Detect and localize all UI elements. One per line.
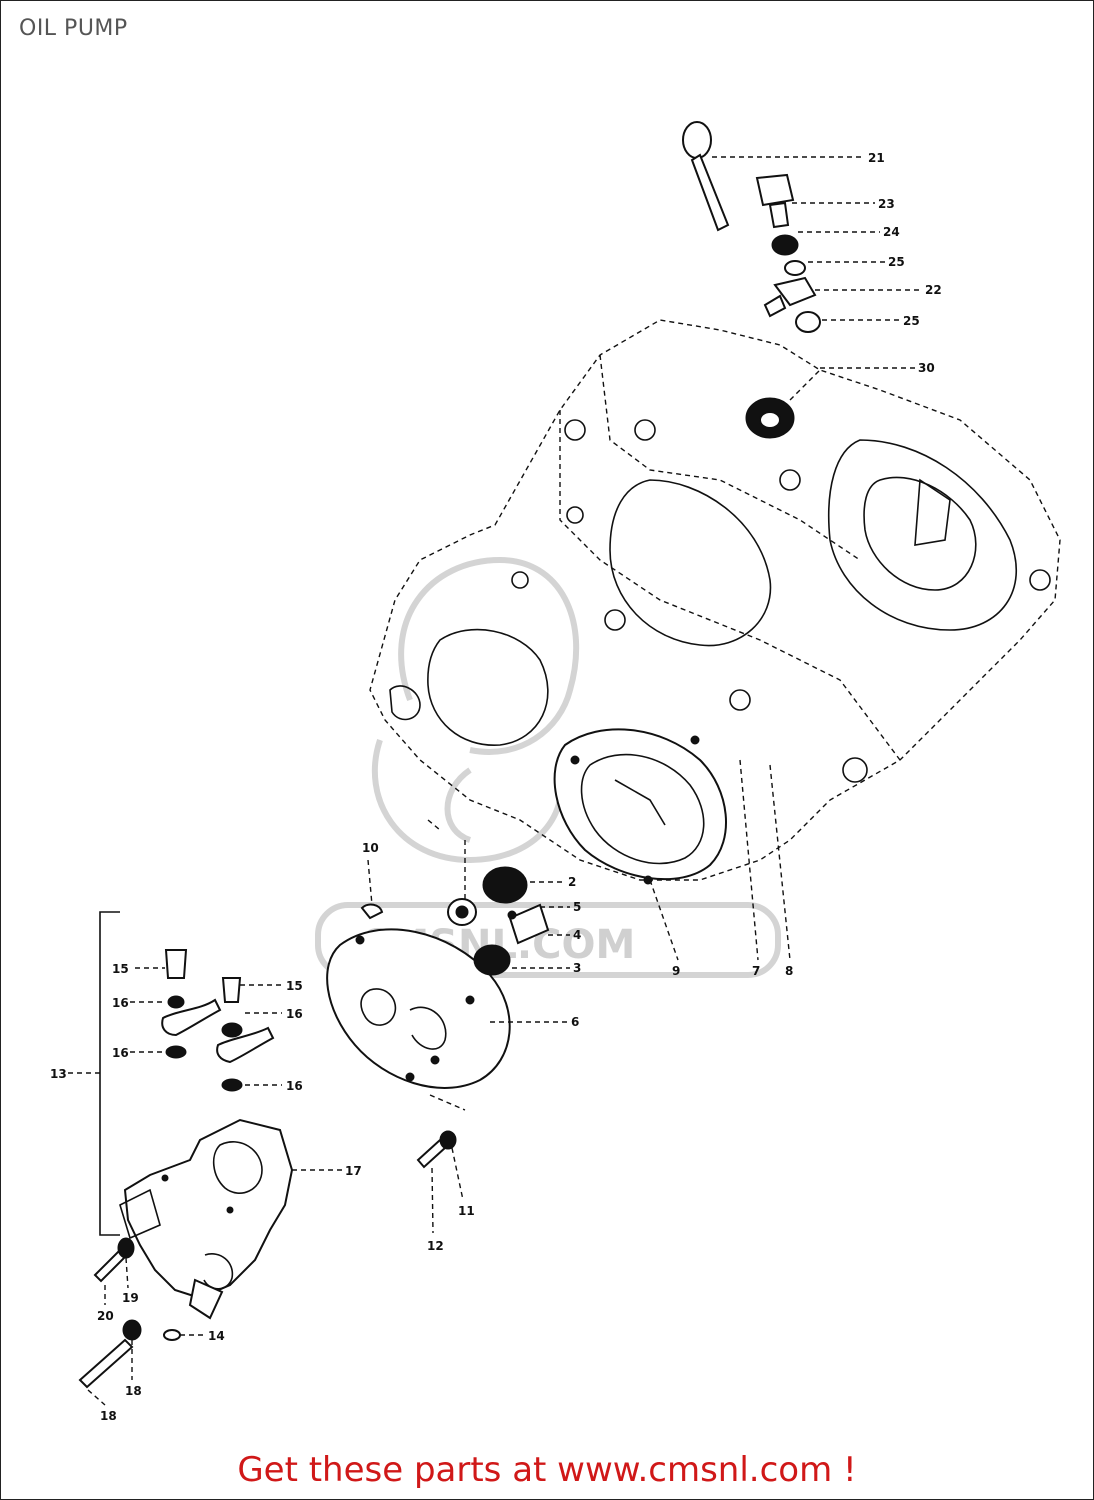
callout-25-lower: 25: [903, 314, 920, 328]
crankcase-assembly: [369, 319, 1061, 881]
callout-8: 8: [785, 964, 793, 978]
callout-3: 3: [573, 961, 581, 975]
callout-6: 6: [571, 1015, 579, 1029]
callout-16-left-a: 16: [112, 996, 129, 1010]
callout-4: 4: [573, 928, 581, 942]
callout-16-left-b: 16: [112, 1046, 129, 1060]
pump-plate-6: [326, 928, 511, 1089]
callout-2: 2: [568, 875, 576, 889]
callout-9: 9: [672, 964, 680, 978]
callout-17: 17: [345, 1164, 362, 1178]
page-title: OIL PUMP: [19, 16, 128, 41]
callout-14: 14: [208, 1329, 225, 1343]
oil-pump-body: [119, 1118, 294, 1320]
pump-gears: [447, 866, 550, 976]
leader-lines: [68, 156, 922, 1406]
callout-15-right: 15: [286, 979, 303, 993]
callout-15-left: 15: [112, 962, 129, 976]
callout-16-right-a: 16: [286, 1007, 303, 1021]
callout-20: 20: [97, 1309, 114, 1323]
callout-16-right-b: 16: [286, 1079, 303, 1093]
callout-18-left: 18: [100, 1409, 117, 1423]
callout-10: 10: [362, 841, 379, 855]
banjo-fittings-top: [682, 121, 821, 439]
callout-13: 13: [50, 1067, 67, 1081]
screws-bottom: [78, 903, 457, 1389]
callout-5: 5: [573, 900, 581, 914]
callout-7: 7: [752, 964, 760, 978]
bracket-13-group: [99, 911, 275, 1236]
callout-23: 23: [878, 197, 895, 211]
parts-link-footer[interactable]: Get these parts at www.cmsnl.com !: [237, 1450, 857, 1490]
watermark-logo: CMSNL.COM: [315, 556, 781, 978]
callout-19: 19: [122, 1291, 139, 1305]
callout-18-right: 18: [125, 1384, 142, 1398]
callouts: 21 23 24 25 22 25 30 2 5 4 3 6 9 7 8 10 …: [50, 151, 942, 1423]
callout-30: 30: [918, 361, 935, 375]
callout-12: 12: [427, 1239, 444, 1253]
callout-25-upper: 25: [888, 255, 905, 269]
gasket-9: [553, 728, 727, 885]
callout-11: 11: [458, 1204, 475, 1218]
callout-21: 21: [868, 151, 885, 165]
callout-22: 22: [925, 283, 942, 297]
callout-24: 24: [883, 225, 900, 239]
